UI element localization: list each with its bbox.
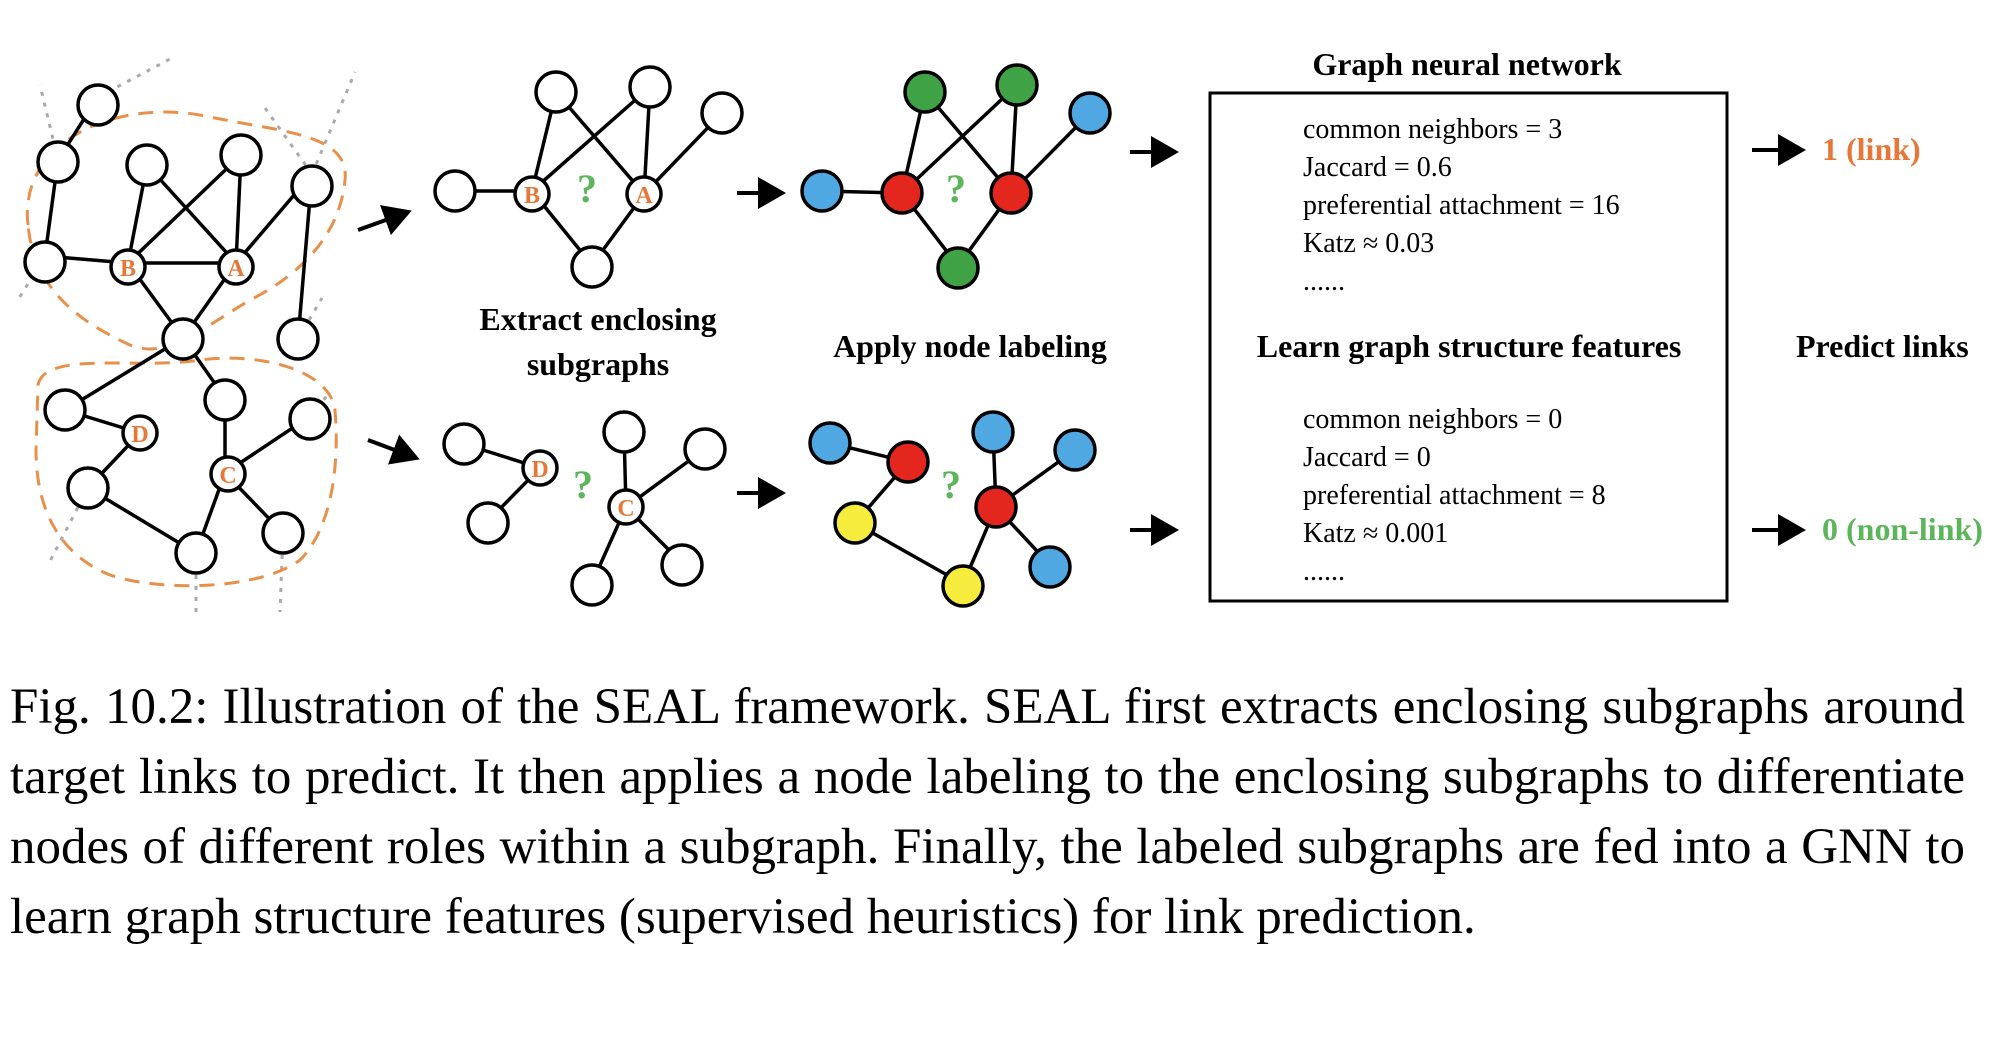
node-letter-c: C: [617, 496, 634, 522]
extracted-subgraph-top: B A ?: [433, 65, 744, 289]
target-link-question-mark: ?: [941, 462, 961, 507]
enclosing-region-bottom: [34, 356, 338, 588]
heuristic-jaccard: Jaccard = 0: [1303, 442, 1431, 473]
graph-node: [288, 397, 332, 441]
step-label-learn-features: Learn graph structure features: [1257, 328, 1682, 364]
node-letter-b: B: [524, 183, 540, 209]
graph-node: [66, 466, 110, 510]
gnn-box: [1208, 91, 1729, 603]
labeled-node-blue: [808, 421, 852, 465]
subgraph-node: [602, 410, 646, 454]
step-label-apply-labeling: Apply node labeling: [833, 328, 1107, 364]
heuristic-preferential-attachment: preferential attachment = 16: [1303, 190, 1620, 221]
original-graph: B A D C: [16, 56, 357, 613]
subgraph-node-a: [625, 175, 663, 213]
subgraph-node: [570, 245, 614, 289]
subgraph-node-b: [513, 175, 551, 213]
labeled-node-blue: [1068, 91, 1112, 135]
graph-node-c: [209, 455, 247, 493]
subgraph-node: [433, 169, 477, 213]
node-letter-c: C: [219, 463, 236, 489]
labeled-node-red: [974, 485, 1018, 529]
subgraph-node: [466, 501, 510, 545]
graph-node: [43, 388, 87, 432]
node-letter-a: A: [635, 183, 653, 209]
prediction-nonlink: 0 (non-link): [1822, 511, 1983, 547]
arrow-extract-bottom: [367, 434, 420, 465]
step-label-extract-line1: Extract enclosing: [479, 301, 716, 337]
graph-node: [219, 133, 263, 177]
subgraph-node: [700, 91, 744, 135]
heuristics-bottom: common neighbors = 0 Jaccard = 0 prefere…: [1303, 404, 1606, 587]
subgraph-node: [660, 543, 704, 587]
node-letter-b: B: [120, 256, 136, 282]
node-letter-d: D: [131, 422, 148, 448]
node-letter-a: A: [227, 256, 245, 282]
subgraph-node: [628, 65, 672, 109]
gnn-title: Graph neural network: [1312, 46, 1622, 82]
subgraph-node: [570, 563, 614, 607]
graph-node: [23, 240, 67, 284]
labeled-node-green: [903, 70, 947, 114]
labeled-node-yellow: [941, 564, 985, 608]
graph-node: [76, 83, 120, 127]
heuristic-katz: Katz ≈ 0.001: [1303, 518, 1448, 549]
subgraph-node: [442, 422, 486, 466]
graph-node: [161, 317, 205, 361]
arrow-extract-top: [357, 205, 412, 236]
seal-framework-diagram: B A D C B A: [16, 46, 1983, 613]
figure-caption: Fig. 10.2: Illustration of the SEAL fram…: [10, 679, 1965, 945]
target-link-question-mark: ?: [577, 166, 597, 211]
labeled-subgraph-bottom: ?: [808, 410, 1097, 608]
labeled-node-red: [886, 440, 930, 484]
subgraph-node: [683, 427, 727, 471]
prediction-link: 1 (link): [1822, 131, 1921, 167]
labeled-node-blue: [800, 169, 844, 213]
node-letter-d: D: [531, 457, 548, 483]
graph-node-a: [217, 248, 255, 286]
labeled-node-yellow: [833, 501, 877, 545]
heuristics-top: common neighbors = 3 Jaccard = 0.6 prefe…: [1303, 114, 1620, 297]
labeled-node-green: [936, 246, 980, 290]
graph-node: [125, 143, 169, 187]
heuristic-jaccard: Jaccard = 0.6: [1303, 152, 1452, 183]
labeled-node-blue: [1053, 428, 1097, 472]
graph-node: [276, 317, 320, 361]
heuristic-common-neighbors: common neighbors = 3: [1303, 114, 1562, 145]
subgraph-node-c: [607, 488, 645, 526]
subgraph-node: [534, 70, 578, 114]
step-label-predict-links: Predict links: [1796, 328, 1969, 364]
subgraph-node-d: [521, 449, 559, 487]
heuristic-common-neighbors: common neighbors = 0: [1303, 404, 1562, 435]
target-link-question-mark: ?: [573, 462, 593, 507]
heuristic-more: ......: [1303, 266, 1345, 297]
extracted-subgraph-bottom: D C ?: [442, 410, 727, 607]
graph-node: [261, 511, 305, 555]
graph-node-d: [121, 414, 159, 452]
labeled-node-blue: [1028, 545, 1072, 589]
graph-node-b: [109, 248, 147, 286]
heuristic-preferential-attachment: preferential attachment = 8: [1303, 480, 1606, 511]
heuristic-more: ......: [1303, 556, 1345, 587]
labeled-node-red: [989, 171, 1033, 215]
graph-node: [36, 140, 80, 184]
heuristic-katz: Katz ≈ 0.03: [1303, 228, 1434, 259]
labeled-subgraph-top: ?: [800, 63, 1112, 290]
graph-node: [203, 378, 247, 422]
graph-node: [290, 164, 334, 208]
step-label-extract-line2: subgraphs: [527, 346, 669, 382]
target-link-question-mark: ?: [946, 166, 966, 211]
labeled-node-green: [995, 63, 1039, 107]
graph-node: [174, 531, 218, 575]
enclosing-region-top: [25, 110, 347, 351]
labeled-node-red: [880, 171, 924, 215]
labeled-node-blue: [971, 410, 1015, 454]
